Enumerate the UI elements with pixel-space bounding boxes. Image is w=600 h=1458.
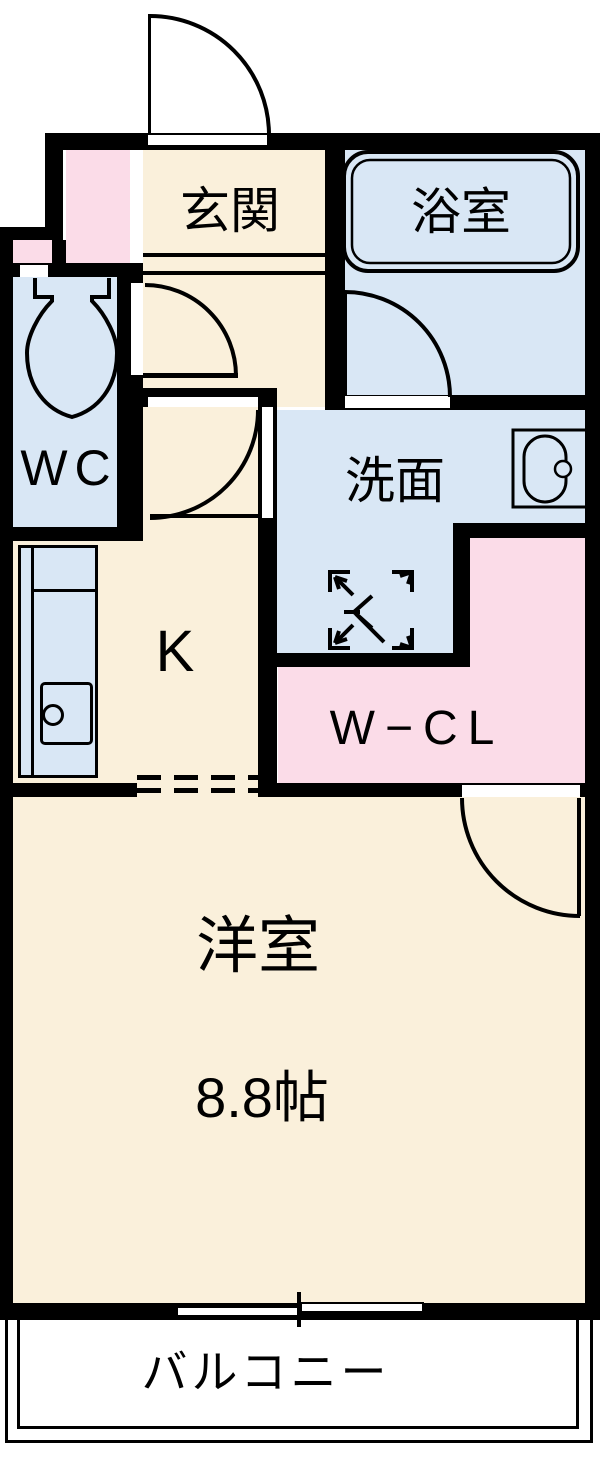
wall-kitchen-bottom bbox=[0, 783, 137, 797]
balcony-inner-border bbox=[17, 1312, 579, 1429]
room-label-bath: 浴室 bbox=[411, 184, 511, 240]
wall-closet-top bbox=[453, 523, 585, 538]
room-label-wc: WC bbox=[20, 440, 118, 496]
sliding-window-pane-left bbox=[176, 1306, 303, 1317]
sliding-window-pane-right bbox=[300, 1302, 424, 1313]
wc-top-opening bbox=[20, 265, 48, 277]
kitchen-sink-icon bbox=[40, 682, 93, 745]
closet-door-opening bbox=[462, 785, 580, 797]
room-label-balcony: バルコニー bbox=[141, 1346, 391, 1398]
wall-niche-vertical bbox=[45, 133, 63, 240]
wall-washroom-closet bbox=[453, 523, 470, 667]
genkan-step-line-1 bbox=[143, 253, 325, 257]
wall-washroom-bottom bbox=[262, 653, 457, 667]
kitchen-counter-divider-line bbox=[34, 589, 95, 592]
room-label-main-room: 洋室 bbox=[195, 912, 321, 981]
washroom-door-opening-v bbox=[262, 407, 273, 518]
bath-door-opening bbox=[345, 396, 450, 408]
room-size-main-room: 8.8帖 bbox=[195, 1066, 329, 1129]
kitchen-room-open-boundary-dash-1 bbox=[137, 775, 262, 780]
kitchen-counter-edge-line bbox=[31, 548, 34, 775]
room-label-genkan: 玄関 bbox=[180, 183, 280, 239]
room-label-closet: W−CL bbox=[329, 702, 505, 755]
wall-genkan-bath bbox=[325, 150, 345, 410]
room-label-kitchen: K bbox=[155, 619, 195, 684]
wall-top bbox=[45, 133, 600, 150]
room-fill-closet-left bbox=[278, 667, 470, 783]
kitchen-faucet-icon bbox=[42, 704, 64, 726]
room-label-washroom: 洗面 bbox=[345, 453, 445, 509]
storage-fill-pink-1 bbox=[66, 148, 130, 263]
entrance-door-sill-line bbox=[148, 145, 267, 148]
kitchen-room-open-boundary-dash-2 bbox=[137, 788, 262, 793]
entrance-door-swing-icon bbox=[148, 14, 271, 136]
wc-door-opening bbox=[131, 283, 143, 375]
storage-fill-pink-2 bbox=[13, 240, 52, 263]
room-fill-washroom-lower bbox=[277, 540, 457, 667]
wall-niche-horizontal bbox=[0, 227, 60, 240]
wall-left bbox=[0, 227, 13, 1320]
entrance-door-opening bbox=[148, 135, 267, 148]
washroom-door-opening-h bbox=[148, 397, 258, 407]
wall-storage-divider bbox=[52, 240, 66, 263]
genkan-step-line-2 bbox=[143, 271, 325, 275]
wall-right bbox=[585, 133, 600, 1320]
room-fill-corridor bbox=[143, 407, 258, 541]
storage-front-opening bbox=[130, 153, 143, 260]
room-fill-main-room bbox=[13, 797, 585, 1303]
wall-wc-bottom bbox=[0, 527, 143, 541]
room-fill-closet-right bbox=[470, 538, 585, 783]
